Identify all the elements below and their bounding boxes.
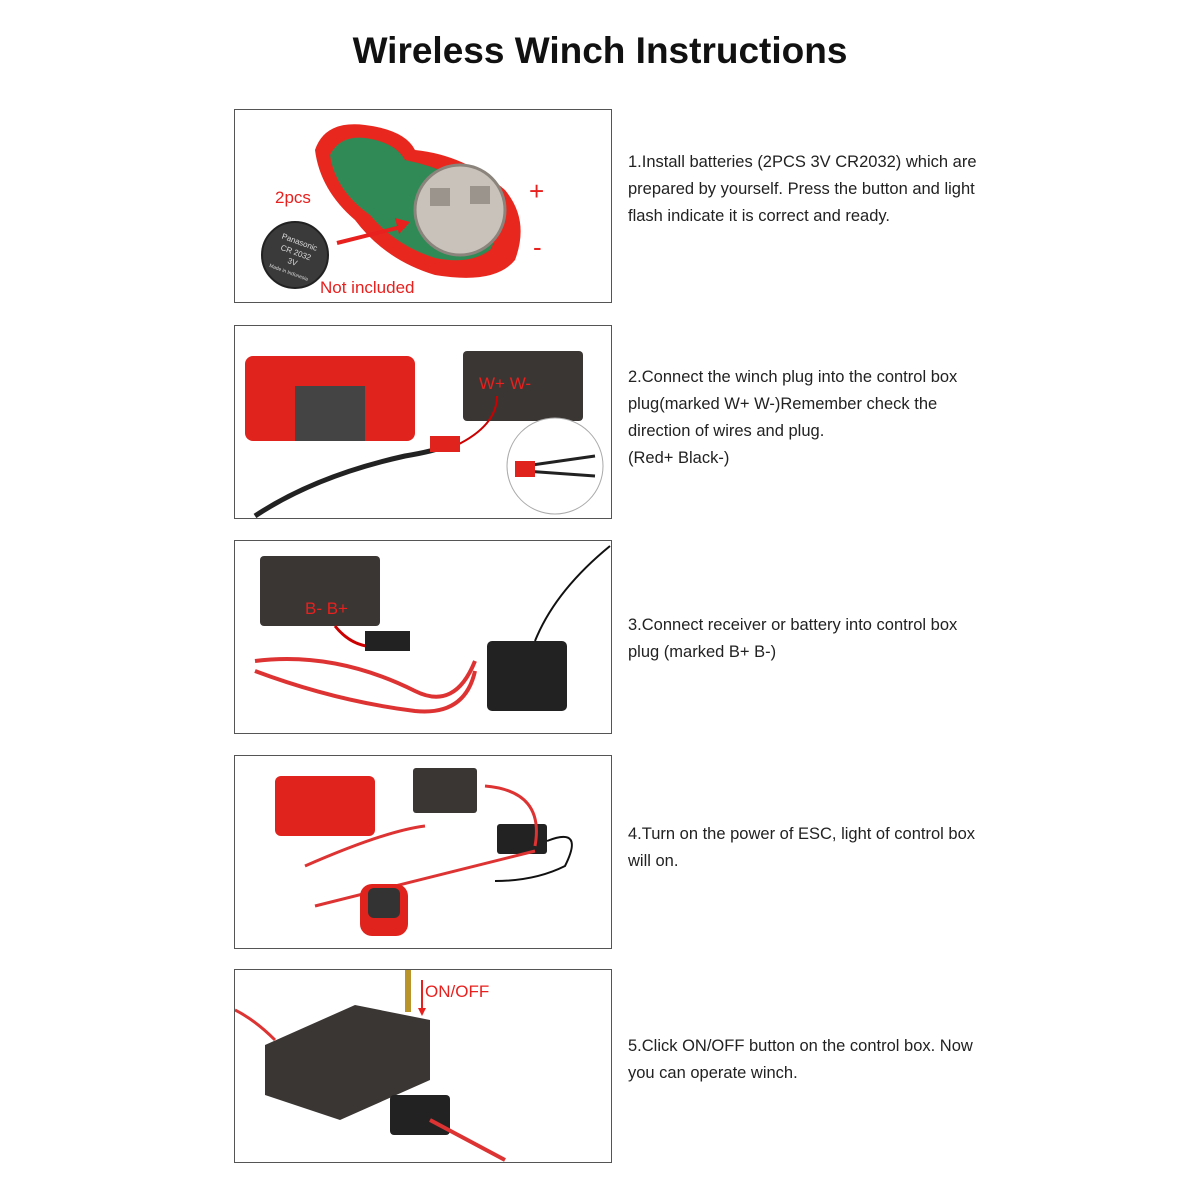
step-5-image: ON/OFF bbox=[234, 969, 612, 1163]
step-5-text: 5.Click ON/OFF button on the control box… bbox=[628, 1037, 973, 1082]
step-4-text: 4.Turn on the power of ESC, light of con… bbox=[628, 825, 975, 870]
not-included-label: Not included bbox=[320, 278, 415, 297]
step-3-text: 3.Connect receiver or battery into contr… bbox=[628, 616, 958, 661]
step-1-text: 1.Install batteries (2PCS 3V CR2032) whi… bbox=[628, 153, 977, 225]
plus-label: + bbox=[529, 176, 545, 206]
winch-connection-illustration bbox=[245, 351, 604, 518]
step-1-image: Panasonic CR 2032 3V Made in Indonesia 2… bbox=[234, 109, 612, 303]
remote-battery-illustration: Panasonic CR 2032 3V Made in Indonesia bbox=[261, 124, 521, 289]
step-2-polarity: (Red+ Black-) bbox=[628, 449, 730, 467]
battery-voltage-text: 3V bbox=[286, 256, 299, 268]
step-2-instruction: 2.Connect the winch plug into the contro… bbox=[628, 368, 958, 440]
page-title: Wireless Winch Instructions bbox=[352, 30, 848, 71]
control-box-button-illustration bbox=[235, 970, 506, 1162]
step-4-image bbox=[234, 755, 612, 949]
step-2-image: W+ W- bbox=[234, 325, 612, 519]
step-3-image: B- B+ bbox=[234, 540, 612, 734]
on-off-label: ON/OFF bbox=[425, 982, 490, 1001]
b-marking-label: B- B+ bbox=[305, 599, 348, 618]
minus-label: - bbox=[533, 232, 542, 262]
step-2-text: 2.Connect the winch plug into the contro… bbox=[628, 364, 988, 472]
receiver-connection-illustration bbox=[254, 545, 611, 714]
count-label: 2pcs bbox=[275, 188, 311, 207]
system-overview-illustration bbox=[275, 768, 573, 936]
w-marking-label: W+ W- bbox=[479, 374, 532, 393]
